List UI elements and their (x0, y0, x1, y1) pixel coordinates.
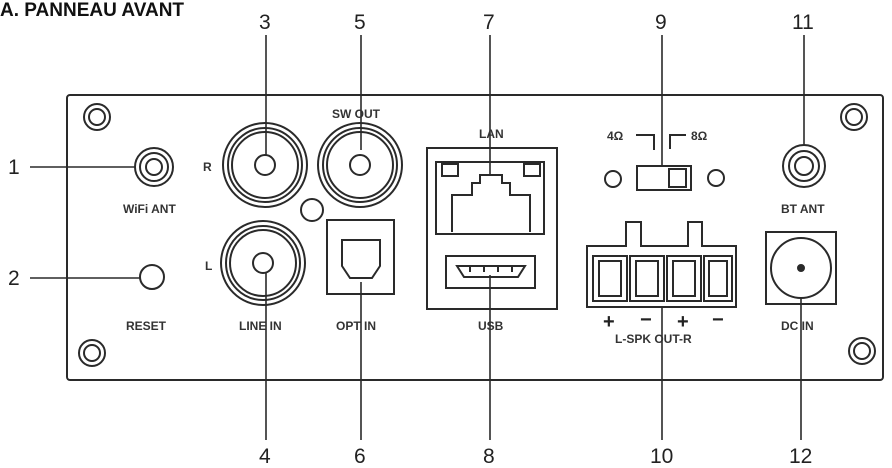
screw-top-left (83, 103, 111, 131)
label-8ohm: 8Ω (691, 129, 708, 143)
polarity-r-plus: + (677, 311, 689, 333)
callout-lines (30, 35, 805, 440)
polarity-l-minus: − (640, 309, 652, 331)
indicator-dot (300, 198, 324, 222)
label-r: R (203, 160, 212, 174)
callout-5: 5 (354, 11, 366, 34)
impedance-switch (636, 165, 692, 191)
label-dc-in: DC IN (781, 319, 814, 333)
label-usb: USB (478, 319, 504, 333)
callout-11: 11 (792, 11, 814, 34)
label-opt-in: OPT IN (336, 319, 376, 333)
label-l: L (205, 259, 212, 273)
rca-left-jack (220, 220, 306, 306)
wifi-antenna-connector (134, 147, 174, 187)
callout-7: 7 (483, 11, 495, 34)
label-spk-out: L-SPK OUT-R (615, 332, 692, 346)
callout-1: 1 (8, 156, 20, 179)
label-4ohm: 4Ω (607, 129, 624, 143)
screw-bottom-right (848, 337, 876, 365)
bracket-4ohm (636, 134, 655, 150)
label-bt-ant: BT ANT (781, 202, 825, 216)
sw-out-jack (317, 122, 403, 208)
dc-in-jack (765, 231, 837, 305)
callout-12: 12 (789, 445, 812, 468)
callout-10: 10 (650, 445, 673, 468)
callout-2: 2 (8, 267, 20, 290)
lan-port (435, 161, 545, 235)
label-wifi-ant: WiFi ANT (123, 202, 176, 216)
reset-button (139, 264, 165, 290)
led-right (707, 169, 725, 187)
bracket-8ohm (669, 134, 686, 149)
callout-6: 6 (354, 445, 366, 468)
panel-title: A. PANNEAU AVANT (0, 0, 185, 21)
callout-4: 4 (259, 445, 271, 468)
lan-usb-housing (426, 147, 558, 310)
polarity-l-plus: + (603, 311, 615, 333)
callout-3: 3 (259, 11, 271, 34)
label-lan: LAN (479, 127, 504, 141)
bt-antenna-connector (782, 144, 826, 188)
screw-top-right (840, 103, 868, 131)
panel-outline (66, 94, 884, 381)
screw-bottom-left (78, 339, 106, 367)
led-left (604, 170, 622, 188)
callout-8: 8 (483, 445, 495, 468)
label-reset: RESET (126, 319, 167, 333)
impedance-switch-slider (668, 168, 687, 188)
rca-right-jack (222, 122, 308, 208)
label-sw-out: SW OUT (332, 107, 381, 121)
speaker-terminal-block (586, 221, 737, 308)
polarity-r-minus: − (712, 309, 724, 331)
label-line-in: LINE IN (239, 319, 282, 333)
callout-9: 9 (655, 11, 667, 34)
